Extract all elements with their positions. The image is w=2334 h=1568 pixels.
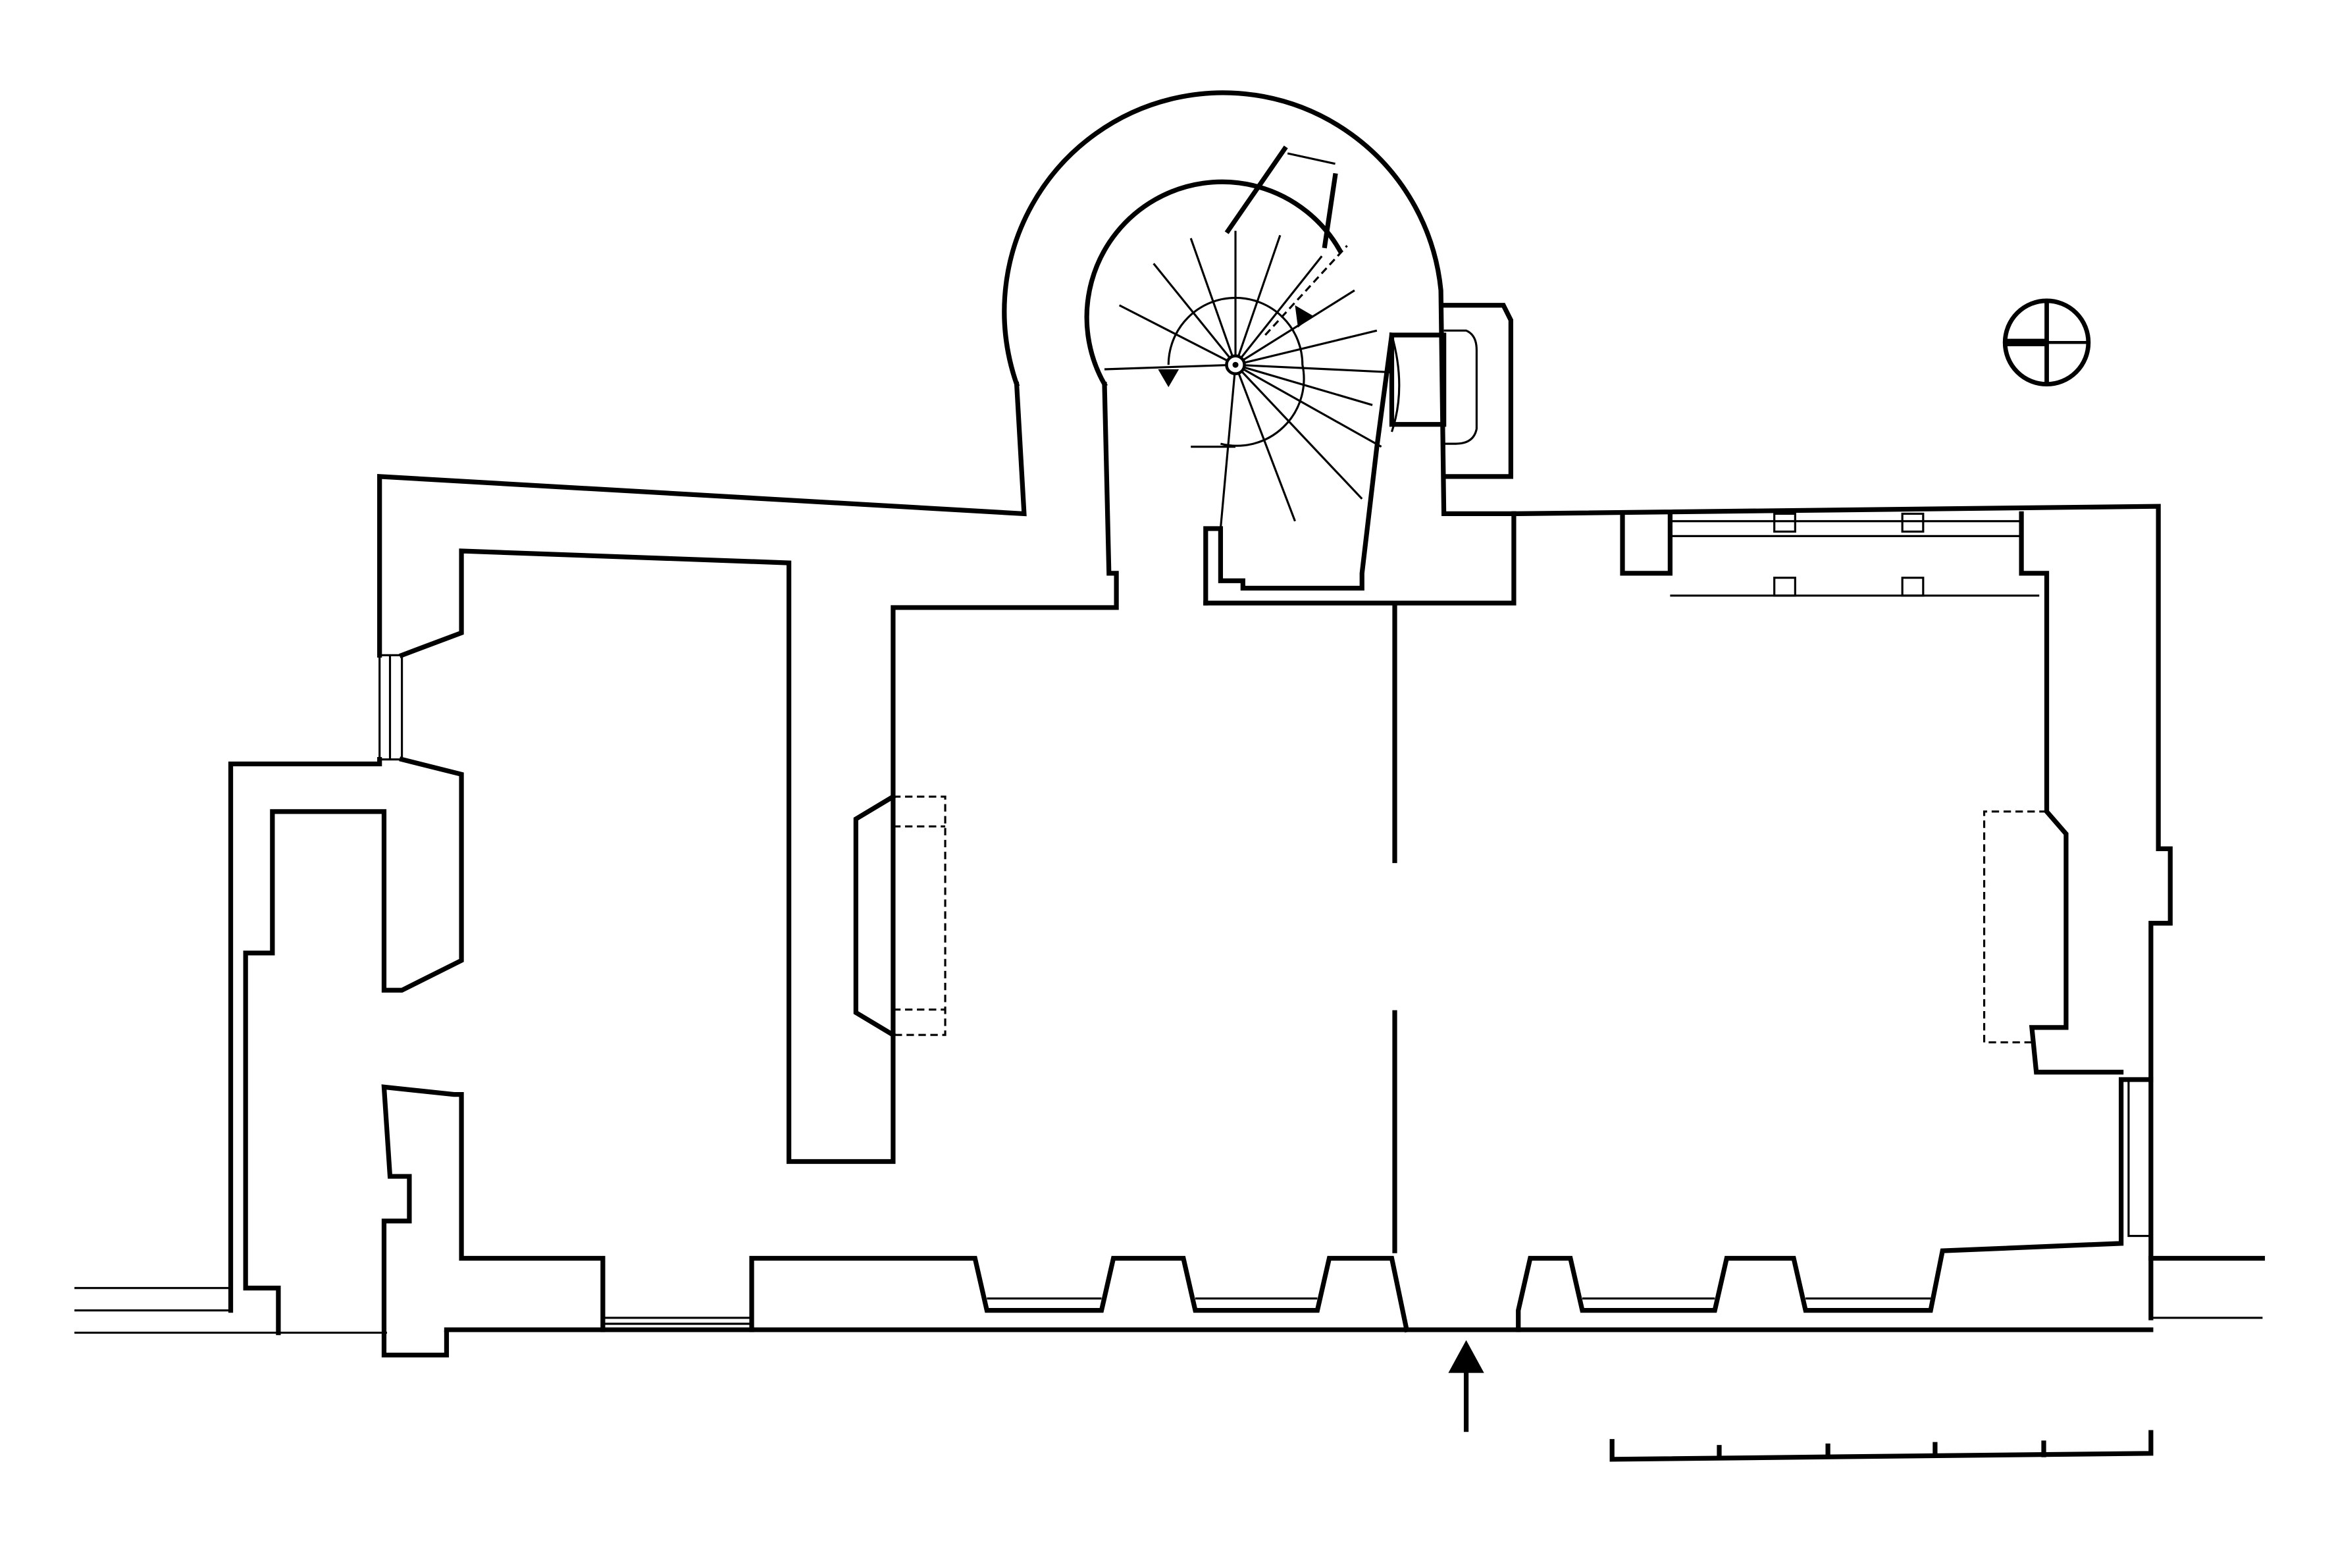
street-lines — [74, 1255, 2266, 1334]
stair-down-arrow-icon — [1158, 369, 1180, 388]
left-annex — [243, 654, 403, 1336]
scale-bar — [1609, 1430, 2154, 1462]
stair-tower — [1084, 145, 1517, 606]
outer-walls — [228, 90, 2173, 1332]
spiral-stair-treads — [1104, 230, 1392, 529]
west-room — [381, 381, 1119, 1358]
stair-up-arrow-icon — [1295, 305, 1313, 328]
north-compass-icon — [2002, 298, 2091, 387]
south-wall-windows — [749, 1077, 2154, 1333]
east-room — [1620, 511, 2152, 1238]
entrance-arrow-icon — [1448, 1340, 1484, 1432]
